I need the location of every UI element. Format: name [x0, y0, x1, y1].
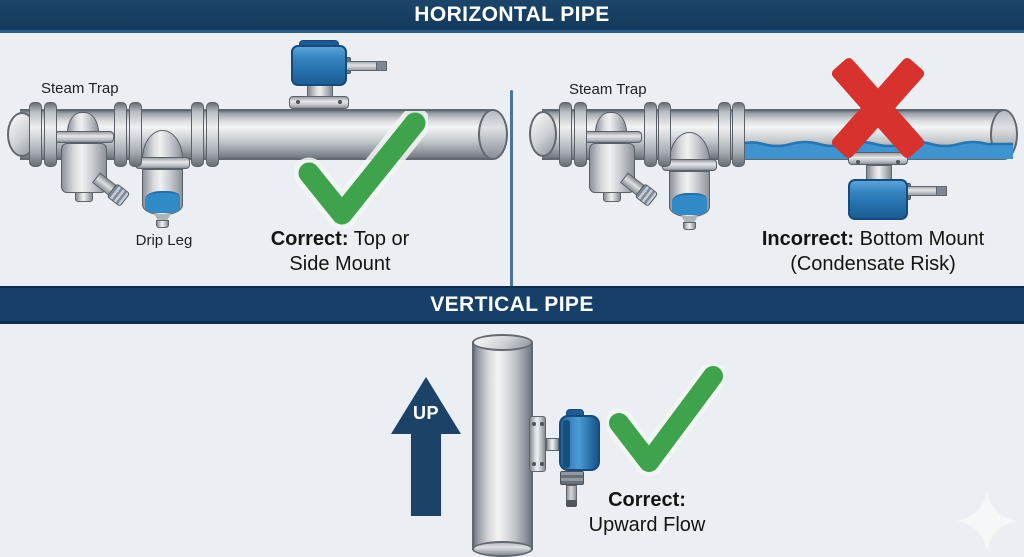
drip-leg-drain — [683, 222, 696, 230]
horizontal-section — [0, 33, 1024, 313]
up-arrow-icon: UP — [391, 377, 461, 516]
checkmark-icon — [294, 111, 428, 230]
sensor-cable-gland — [560, 471, 584, 485]
verdict-correct-top-side: Correct: Top or Side Mount — [270, 228, 410, 275]
pipe-flange — [644, 102, 657, 167]
drip-leg-body — [142, 169, 183, 215]
drip-leg-drain — [156, 220, 169, 228]
pipe-flange — [658, 102, 671, 167]
pipe-flange — [206, 102, 219, 167]
steam-trap-drain — [75, 192, 93, 202]
steam-trap-drain — [603, 192, 621, 202]
sensor-housing — [559, 415, 600, 471]
banner-horizontal-pipe-label: HORIZONTAL PIPE — [414, 3, 610, 26]
up-arrow-label: UP — [412, 403, 439, 423]
sensor-housing — [848, 179, 908, 220]
condensate-level — [672, 193, 707, 215]
pipe-flange — [114, 102, 127, 167]
pipe-end-cap — [478, 109, 508, 160]
steam-trap-flange — [582, 131, 642, 143]
checkmark-icon — [606, 365, 724, 477]
sensor-housing — [291, 45, 347, 86]
pipe-flange — [718, 102, 731, 167]
steam-trap-flange — [54, 131, 114, 143]
steam-trap-label: Steam Trap — [41, 80, 119, 97]
banner-vertical-pipe: VERTICAL PIPE — [0, 286, 1024, 324]
pipe-flange — [559, 102, 572, 167]
banner-vertical-pipe-label: VERTICAL PIPE — [430, 292, 594, 316]
panel-divider — [510, 90, 513, 313]
sensor-probe-rod — [345, 61, 387, 71]
banner-horizontal-pipe: HORIZONTAL PIPE — [0, 0, 1024, 33]
pipe-bottom-cap — [472, 541, 533, 557]
verdict-incorrect-bottom: Incorrect: Bottom Mount (Condensate Risk… — [761, 228, 985, 275]
pipe-flange — [44, 102, 57, 167]
sensor-neck — [546, 438, 559, 451]
pipe-end-cap — [529, 111, 557, 157]
pipe-flange — [129, 102, 142, 167]
sensor-probe-rod — [905, 186, 947, 196]
pipe-flange — [574, 102, 587, 167]
condensate-level — [145, 191, 180, 213]
pipe-flange — [191, 102, 204, 167]
drip-leg-body — [669, 171, 710, 217]
x-icon — [829, 55, 927, 161]
drip-leg-label: Drip Leg — [135, 232, 193, 249]
sparkle-watermark-icon — [956, 490, 1018, 552]
steam-trap-label: Steam Trap — [569, 81, 647, 98]
verdict-correct-upward: Correct: Upward Flow — [588, 489, 706, 536]
drip-leg-flange — [135, 157, 190, 169]
vertical-pipe — [472, 342, 533, 550]
sensor-neck — [866, 165, 892, 180]
pipe-flange — [29, 102, 42, 167]
pipe-top-opening — [472, 334, 533, 351]
pipe-flange — [732, 102, 745, 167]
sensor-mounting-flange — [529, 416, 546, 472]
